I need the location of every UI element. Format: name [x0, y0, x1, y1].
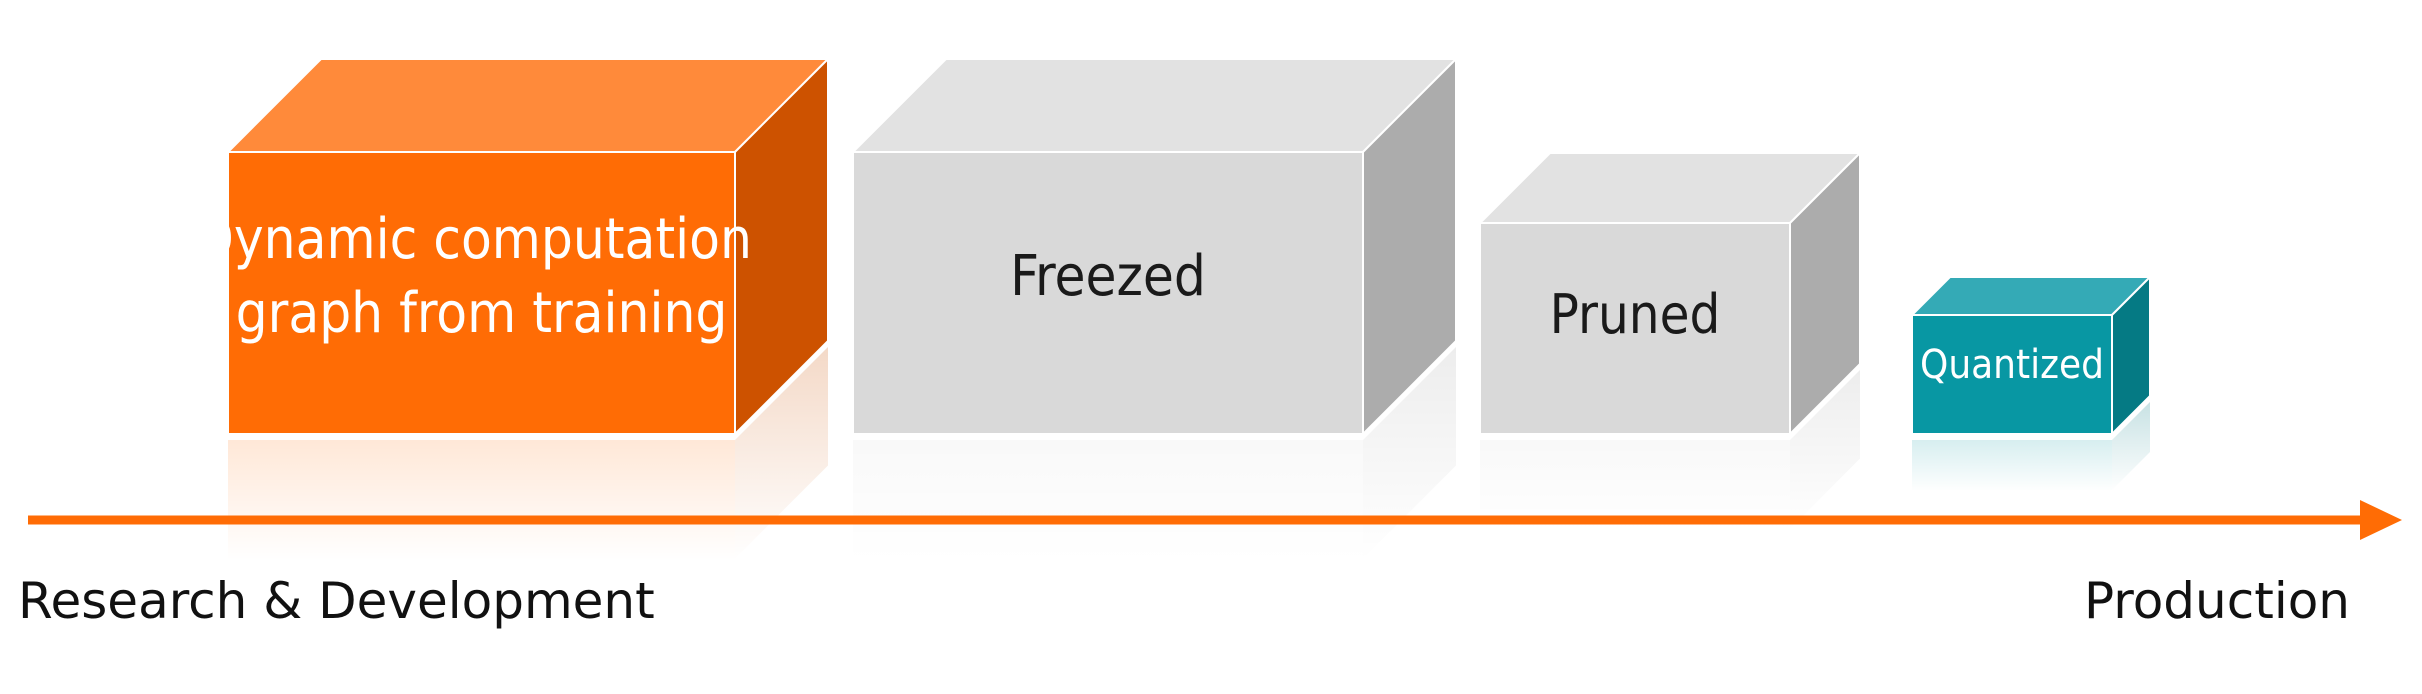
box-front-face — [852, 151, 1364, 435]
box-label-line: Freezed — [1010, 244, 1206, 309]
box-front-face — [1479, 222, 1791, 435]
box-top-face — [225, 58, 831, 153]
timeline-arrowhead — [2360, 500, 2402, 540]
box-label-line: Pruned — [1550, 283, 1721, 346]
box-label: Quantized — [1920, 342, 2104, 388]
box-freezed: Freezed — [850, 56, 1459, 437]
box-top-face — [1909, 276, 2153, 316]
box-label: Freezed — [1010, 244, 1206, 309]
timeline-end-label: Production — [2084, 572, 2350, 630]
timeline-arrow — [28, 500, 2402, 540]
box-pruned: Pruned — [1477, 150, 1863, 437]
box-label: Pruned — [1550, 283, 1721, 346]
box-quantized: Quantized — [1909, 274, 2153, 437]
box-label-line: graph from training — [236, 281, 728, 346]
box-dynamic-computation-graph: Dynamic computation graph from training — [195, 56, 831, 437]
box-front-face — [227, 151, 736, 435]
box-top-face — [850, 58, 1459, 153]
box-label-line: Quantized — [1920, 342, 2104, 388]
box-label: Dynamic computation graph from training — [195, 207, 768, 346]
timeline-start-label: Research & Development — [18, 572, 655, 630]
box-label-line: Dynamic computation — [195, 207, 752, 272]
box-front-face — [1911, 314, 2113, 435]
